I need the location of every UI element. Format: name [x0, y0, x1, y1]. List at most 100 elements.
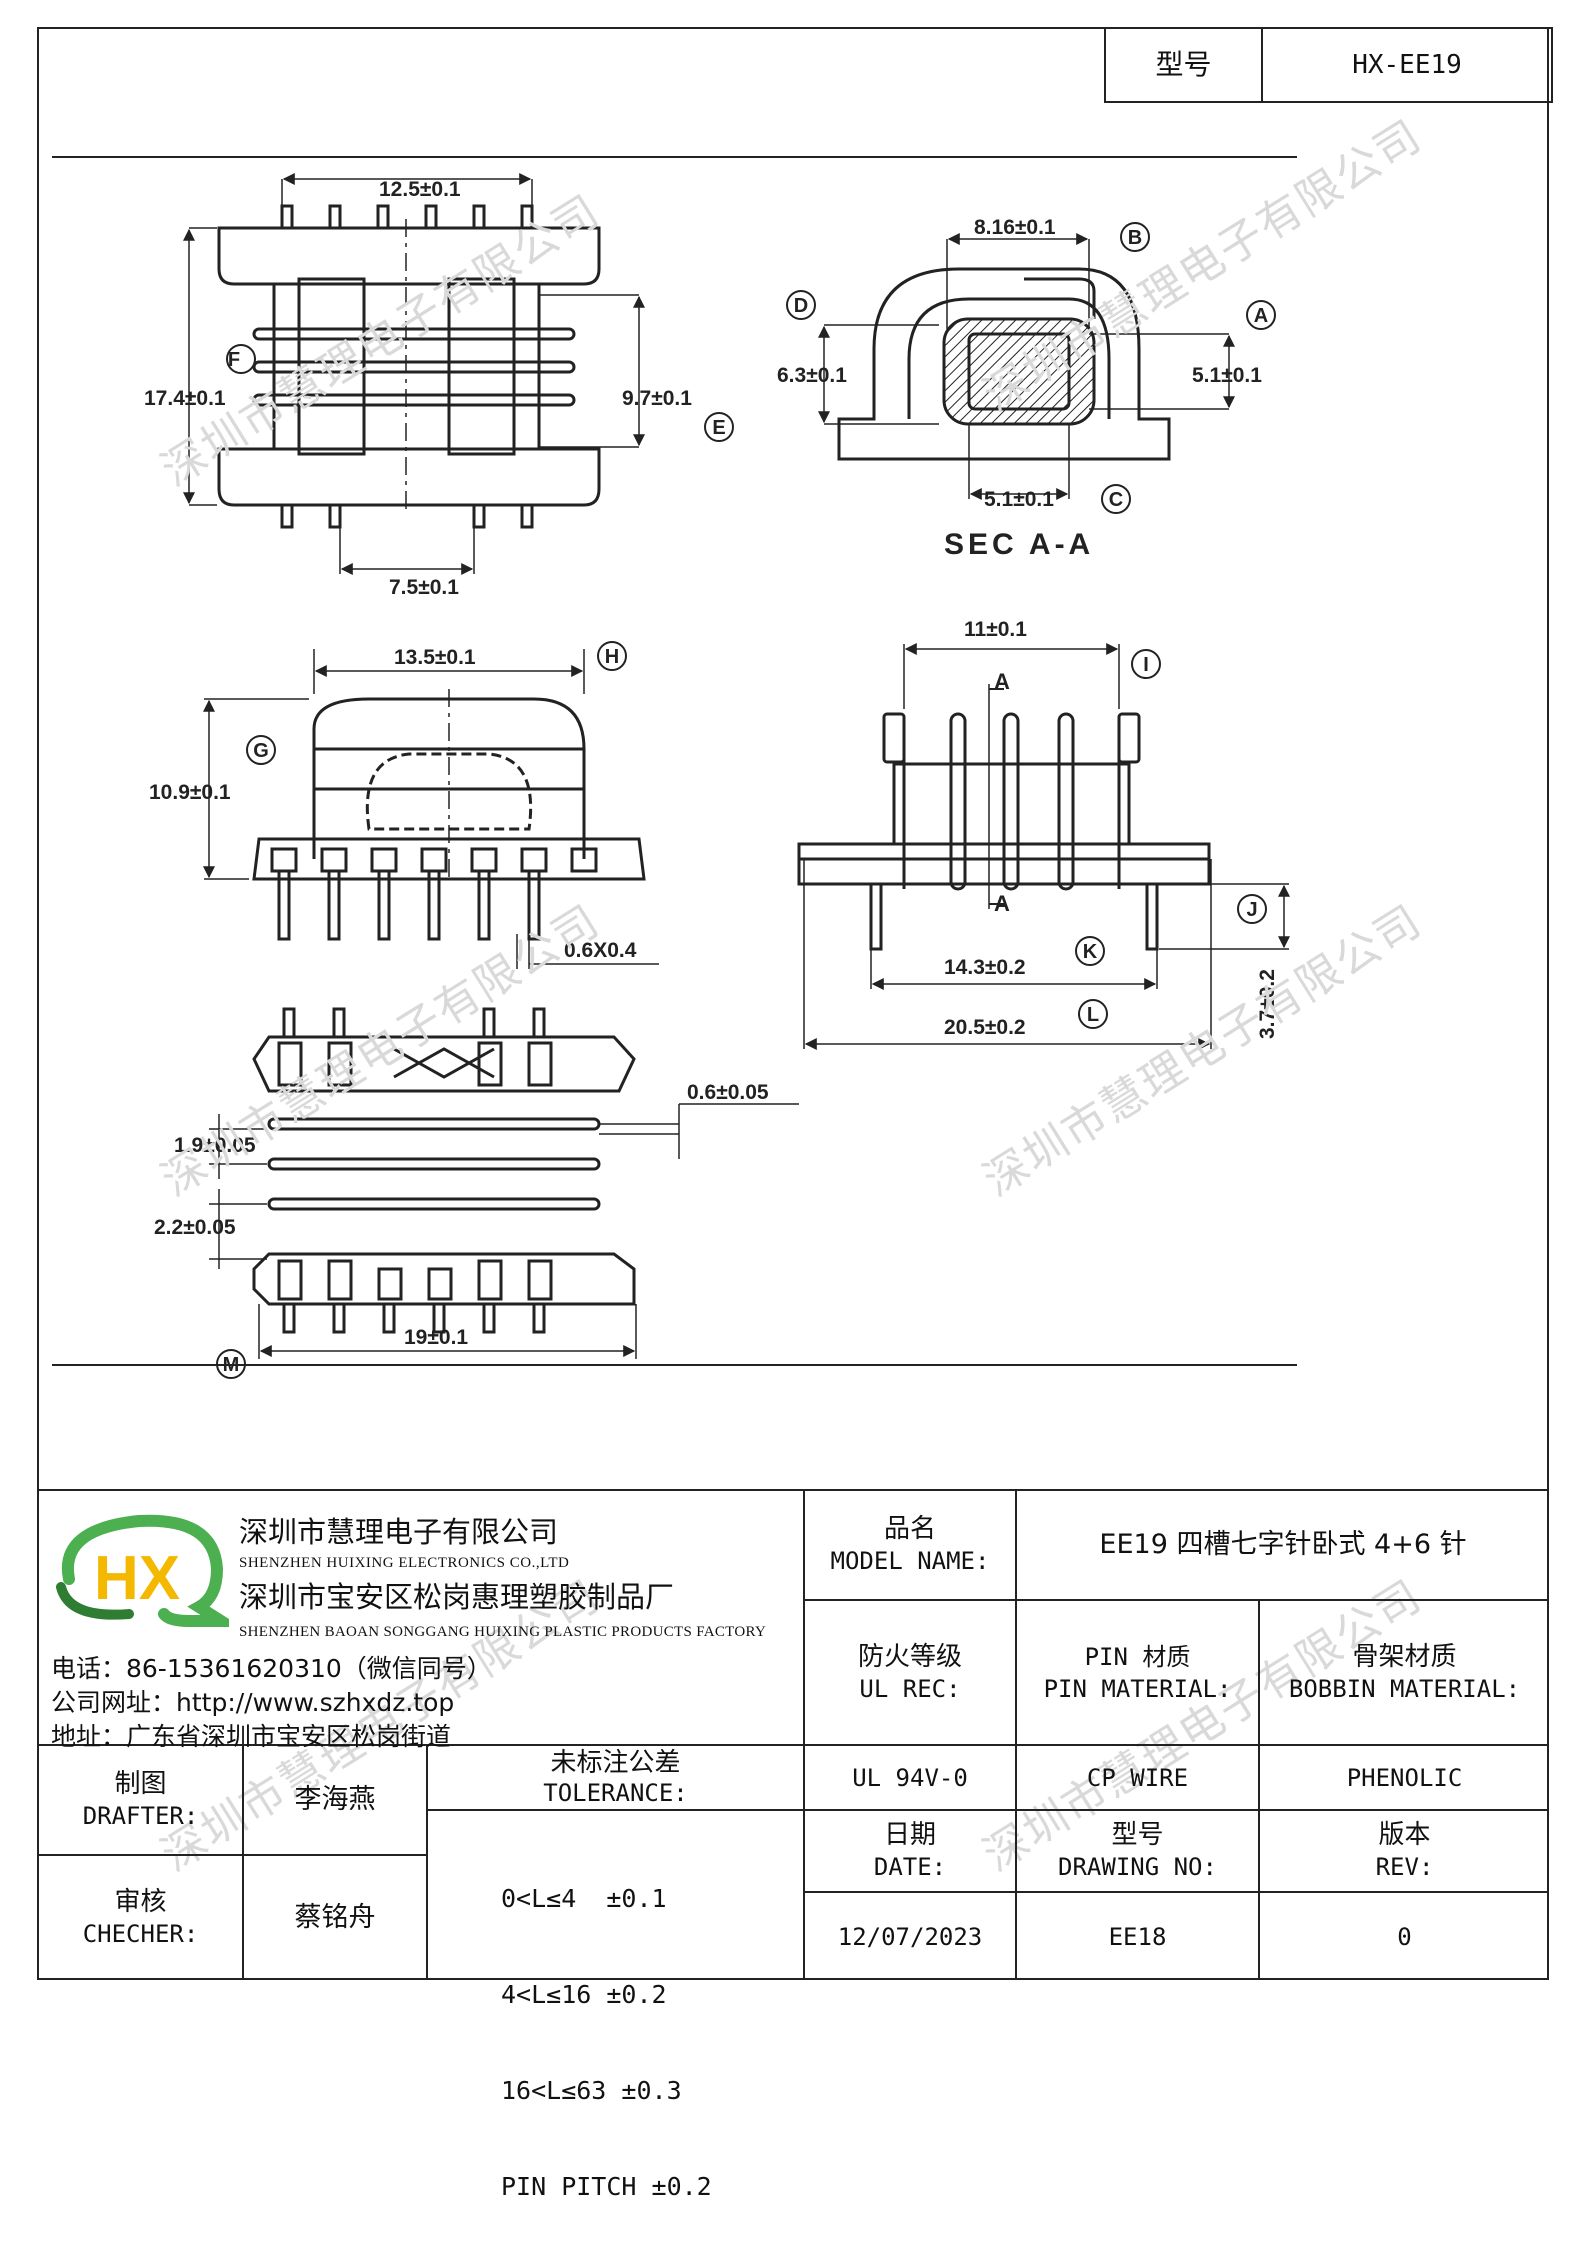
- technical-drawing: 12.5±0.1 F 17.4±0.1 9.7±0.1 E 7.5±0.1 8.…: [144, 173, 1290, 1379]
- date-value: 12/07/2023: [837, 1922, 983, 1951]
- model-name-label: 品名 MODEL NAME:: [805, 1491, 1015, 1599]
- logo-text: HX: [94, 1544, 180, 1613]
- label-m: M: [223, 1354, 240, 1376]
- dim-11: 11±0.1: [964, 618, 1027, 641]
- bottom-flange: [217, 447, 601, 507]
- bottom-view-pads-bottom: [277, 1259, 553, 1301]
- drawing-no-value: EE18: [1108, 1922, 1167, 1951]
- tolerance-row: 4<L≤16 ±0.2: [501, 1980, 667, 2009]
- company-website: 公司网址：http://www.szhxdz.top: [51, 1688, 455, 1717]
- dim-0-6: 0.6±0.05: [687, 1081, 769, 1104]
- checker-label-cn: 审核: [114, 1887, 167, 1917]
- label-i: I: [1143, 654, 1149, 676]
- dim-9-7: 9.7±0.1: [622, 387, 692, 410]
- bottom-view-pins-top: [282, 1007, 546, 1039]
- label-a: A: [1254, 305, 1268, 327]
- dim-pin-size: 0.6X0.4: [564, 939, 637, 962]
- model-name-label-en: MODEL NAME:: [830, 1547, 990, 1575]
- dim-2-2: 2.2±0.05: [154, 1216, 236, 1239]
- label-h: H: [605, 646, 619, 668]
- ul-rec-value: UL 94V-0: [852, 1763, 968, 1792]
- drawing-sheet: 型号 HX-EE19: [37, 27, 1553, 2201]
- front-view-pins: [270, 847, 598, 941]
- bobbin-material-value: PHENOLIC: [1346, 1763, 1463, 1792]
- tolerance-label: 未标注公差 TOLERANCE:: [428, 1746, 803, 1809]
- label-d: D: [794, 295, 808, 317]
- dim-1-9: 1.9±0.05: [174, 1134, 256, 1157]
- header-model-label: 型号: [1155, 48, 1212, 81]
- drawing-no-label-en: DRAWING NO:: [1058, 1853, 1217, 1881]
- pin-material-label: PIN 材质 PIN MATERIAL:: [1017, 1601, 1258, 1744]
- dim-19: 19±0.1: [404, 1326, 468, 1349]
- top-view-pins: [280, 204, 534, 529]
- tolerance-row: PIN PITCH ±0.2: [501, 2172, 712, 2201]
- rev-label: 版本 REV:: [1260, 1811, 1549, 1891]
- section-mark-top: A: [994, 669, 1010, 694]
- company-name-en: SHENZHEN HUIXING ELECTRONICS CO.,LTD: [239, 1555, 570, 1571]
- top-flange: [217, 226, 601, 286]
- date-label: 日期 DATE:: [805, 1811, 1015, 1891]
- dim-17-4: 17.4±0.1: [144, 387, 226, 410]
- company-phone: 电话：86-15361620310（微信同号）: [51, 1654, 492, 1683]
- label-circles: [216, 222, 1276, 1379]
- ul-rec-label: 防火等级 UL REC:: [805, 1601, 1015, 1744]
- drafter-name: 李海燕: [294, 1784, 376, 1815]
- ul-rec-label-en: UL REC:: [859, 1674, 961, 1703]
- tolerance-label-en: TOLERANCE:: [543, 1778, 688, 1807]
- label-e: E: [712, 417, 725, 439]
- company-address: 地址：广东省深圳市宝安区松岗街道: [51, 1722, 452, 1751]
- drafter-label: 制图 DRAFTER:: [39, 1746, 242, 1854]
- checker-name: 蔡铭舟: [294, 1902, 376, 1933]
- bobbin-material-label-en: BOBBIN MATERIAL:: [1288, 1674, 1521, 1703]
- company-logo: HX: [56, 1514, 229, 1627]
- label-j: J: [1246, 899, 1257, 921]
- header-model-value: HX-EE19: [1352, 50, 1462, 80]
- dim-3-7: 3.7±0.2: [1256, 969, 1279, 1039]
- dim-8-16: 8.16±0.1: [974, 216, 1056, 239]
- dim-20-5: 20.5±0.2: [944, 1016, 1026, 1039]
- dim-6-3: 6.3±0.1: [777, 364, 847, 387]
- label-c: C: [1109, 489, 1123, 511]
- rev-label-en: REV:: [1375, 1853, 1434, 1881]
- dim-12-5: 12.5±0.1: [379, 178, 461, 201]
- drafter-label-en: DRAFTER:: [82, 1802, 199, 1830]
- dim-5-1-a: 5.1±0.1: [1192, 364, 1262, 387]
- pin-material-value: CP WIRE: [1086, 1763, 1189, 1792]
- dim-13-5: 13.5±0.1: [394, 646, 476, 669]
- label-l: L: [1087, 1004, 1099, 1026]
- tolerance-list: 0<L≤4 ±0.1 4<L≤16 ±0.2 16<L≤63 ±0.3 PIN …: [501, 1819, 712, 2267]
- model-name-value: EE19 四槽七字针卧式 4+6 针: [1099, 1529, 1467, 1560]
- bottom-view-pads-top: [277, 1041, 553, 1087]
- ul-rec-label-cn: 防火等级: [857, 1641, 962, 1672]
- date-label-en: DATE:: [873, 1853, 947, 1881]
- side-view: [797, 643, 1290, 1050]
- drafter-label-cn: 制图: [114, 1769, 167, 1799]
- date-label-cn: 日期: [883, 1820, 936, 1850]
- dim-5-1-c: 5.1±0.1: [984, 488, 1054, 511]
- dim-10-9: 10.9±0.1: [149, 781, 231, 804]
- factory-name-cn: 深圳市宝安区松岗惠理塑胶制品厂: [239, 1580, 675, 1614]
- label-f: F: [228, 349, 240, 371]
- company-name-cn: 深圳市慧理电子有限公司: [239, 1515, 559, 1549]
- bobbin-material-label-cn: 骨架材质: [1352, 1641, 1457, 1672]
- checker-label-en: CHECHER:: [82, 1920, 199, 1948]
- label-b: B: [1128, 227, 1142, 249]
- drawing-no-label: 型号 DRAWING NO:: [1017, 1811, 1258, 1891]
- section-caption: SEC A-A: [944, 528, 1094, 561]
- header-model-box: [1104, 27, 1553, 103]
- checker-label: 审核 CHECHER:: [39, 1856, 242, 1980]
- front-view: [203, 649, 659, 969]
- section-mark-bottom: A: [994, 891, 1010, 916]
- bottom-view: [209, 1007, 799, 1359]
- model-name-label-cn: 品名: [883, 1514, 936, 1544]
- label-k: K: [1083, 941, 1098, 963]
- pin-material-label-cn: PIN 材质: [1084, 1642, 1191, 1671]
- factory-name-en: SHENZHEN BAOAN SONGGANG HUIXING PLASTIC …: [239, 1624, 767, 1640]
- bottom-view-pins-bottom: [282, 1302, 546, 1334]
- section-view: [818, 233, 1235, 500]
- top-view: [183, 173, 645, 575]
- pin-material-label-en: PIN MATERIAL:: [1043, 1674, 1232, 1703]
- tolerance-label-cn: 未标注公差: [550, 1747, 681, 1778]
- rev-value: 0: [1397, 1922, 1412, 1951]
- tolerance-row: 16<L≤63 ±0.3: [501, 2076, 682, 2105]
